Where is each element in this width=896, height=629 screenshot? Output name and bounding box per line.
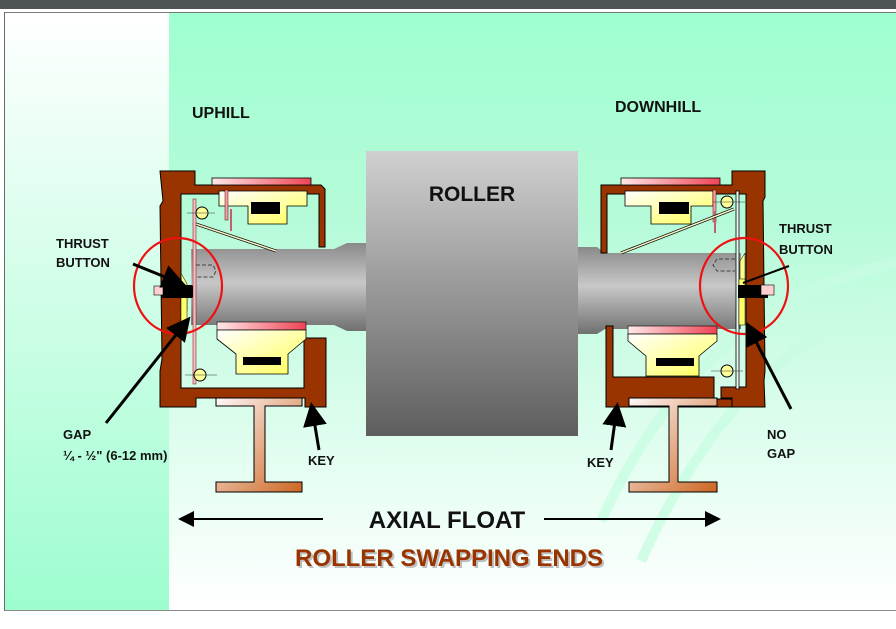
axial-float-label: AXIAL FLOAT [369,507,526,534]
no-gap-arrow [745,321,793,410]
downhill-i-beam-support [628,397,718,493]
no-gap-label-line2: GAP [767,446,796,461]
downhill-bearing-housing [600,170,775,408]
thrust-button-left-label-line2: BUTTON [56,255,110,270]
right-shaft [578,247,741,334]
thrust-button-left-label-line1: THRUST [56,236,109,251]
thrust-button-left-arrow [132,262,187,288]
key-left-arrow [303,402,327,451]
gap-arrow [104,316,191,424]
downhill-label: DOWNHILL [615,99,701,116]
uphill-label: UPHILL [192,105,250,122]
uphill-bearing-housing [153,170,327,408]
gap-range-label: ¼ - ½" (6-12 mm) [63,448,167,463]
left-shaft [191,243,366,331]
no-gap-label-line1: NO [767,427,787,442]
slide: ROLLER [4,12,896,611]
caption-roller-swapping-ends: ROLLER SWAPPING ENDS [295,545,603,572]
window-top-bar [0,0,896,9]
thrust-button-right-leader [742,265,790,284]
key-right-arrow [602,402,627,451]
caption-shadow: ROLLER SWAPPING ENDS [297,547,605,574]
background-left-panel [5,13,169,610]
roller-body [366,151,578,436]
roller-diagram: ROLLER [5,13,896,610]
key-right-label: KEY [587,455,614,470]
thrust-button-right-label-line2: BUTTON [779,242,833,257]
uphill-i-beam-support [215,397,303,493]
thrust-button-right-label-line1: THRUST [779,221,832,236]
key-left-label: KEY [308,453,335,468]
downhill-thrust-highlight-circle [698,236,790,336]
roller-label: ROLLER [429,183,515,206]
gap-label: GAP [63,427,92,442]
